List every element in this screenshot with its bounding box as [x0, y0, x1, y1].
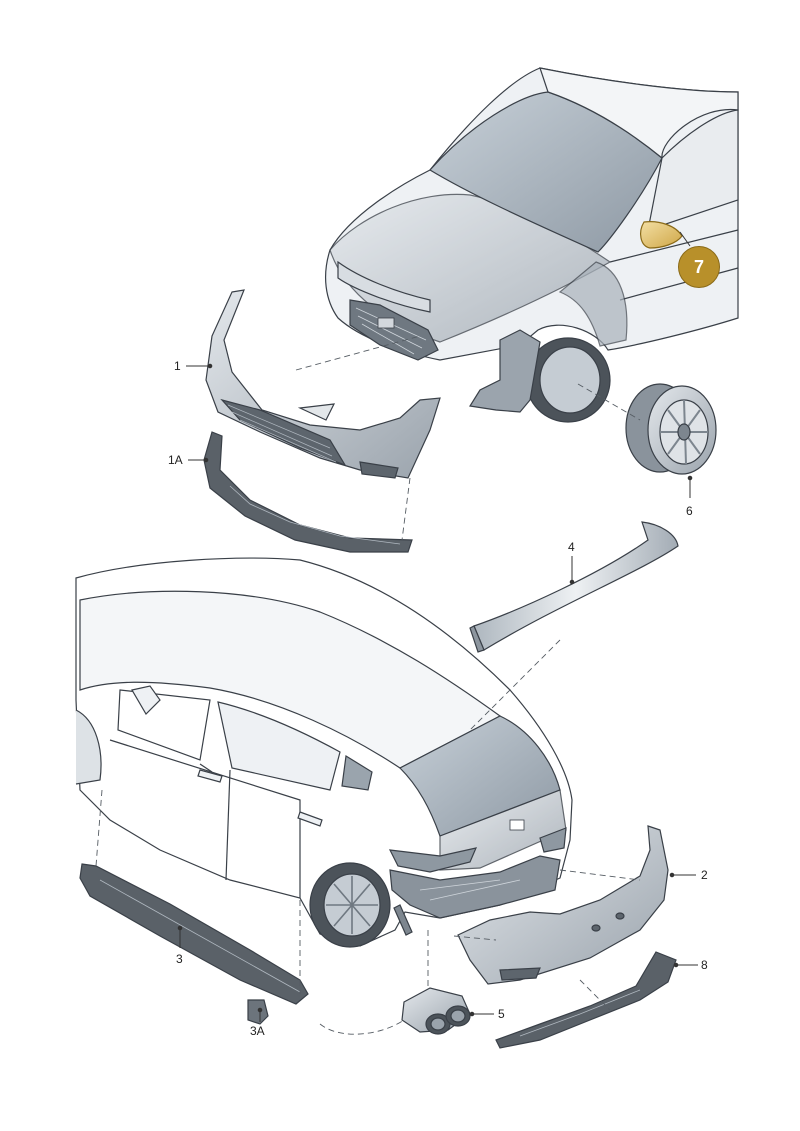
callout-2: 2	[701, 868, 708, 882]
assembly-lines	[95, 335, 641, 1035]
callout-4: 4	[568, 540, 575, 554]
callout-7-badge[interactable]: 7	[678, 246, 720, 288]
roof-spoiler-part-4[interactable]	[469, 521, 679, 653]
callout-7: 7	[693, 256, 704, 277]
callout-3: 3	[176, 952, 183, 966]
rear-bumper-part-2[interactable]	[457, 825, 669, 985]
wheel-rim-part-6[interactable]	[625, 383, 717, 475]
skirt-end-cap-part-3a[interactable]	[247, 999, 269, 1025]
callout-5: 5	[498, 1007, 505, 1021]
side-mirror-part-7[interactable]	[640, 221, 683, 249]
exhaust-tips-part-5[interactable]	[401, 987, 471, 1035]
rear-car-body	[75, 557, 573, 948]
callout-8: 8	[701, 958, 708, 972]
callout-leaders	[177, 231, 698, 1022]
callout-6: 6	[686, 504, 693, 518]
callout-1a: 1A	[168, 453, 183, 467]
front-lip-spoiler-part-1a[interactable]	[203, 431, 413, 553]
callout-1: 1	[174, 359, 181, 373]
rear-diffuser-part-8[interactable]	[495, 951, 677, 1049]
front-bumper-part-1[interactable]	[205, 289, 441, 479]
front-car-body	[325, 67, 739, 423]
callout-3a: 3A	[250, 1024, 265, 1038]
side-skirt-part-3[interactable]	[79, 863, 309, 1005]
